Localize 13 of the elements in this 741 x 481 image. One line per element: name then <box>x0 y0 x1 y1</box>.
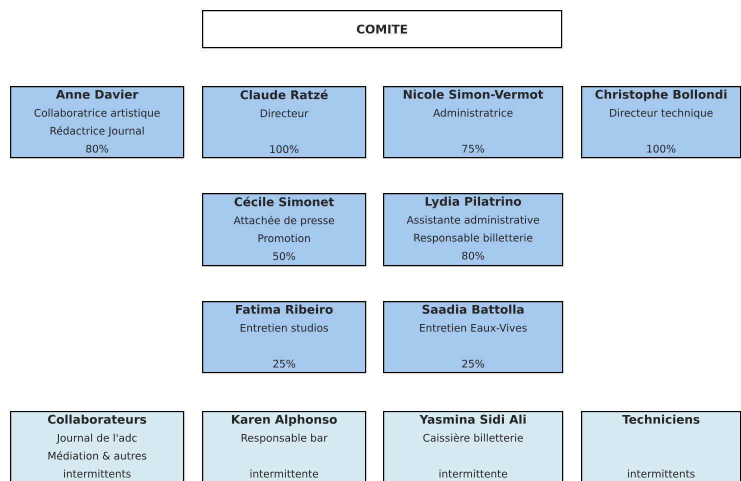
staff-box: Karen Alphonso Responsable bar intermittente <box>202 411 366 481</box>
staff-box: Techniciens intermittents <box>581 411 741 481</box>
staff-box: Claude Ratzé Directeur 100% <box>202 86 366 158</box>
staff-box: Saadia Battolla Entretien Eaux-Vives 25% <box>383 301 564 374</box>
staff-box: Cécile Simonet Attachée de presse Promotion 50% <box>202 193 366 266</box>
staff-box: Anne Davier Collaboratrice artistique Rédactrice Journal 80% <box>10 86 184 158</box>
staff-box: Nicole Simon-Vermot Administratrice 75% <box>383 86 564 158</box>
staff-box: Fatima Ribeiro Entretien studios 25% <box>202 301 366 374</box>
staff-box: Lydia Pilatrino Assistante administrative Responsable billetterie 80% <box>383 193 564 266</box>
title-box: COMITE <box>202 10 562 48</box>
staff-box: Yasmina Sidi Ali Caissière billetterie intermittente <box>383 411 564 481</box>
staff-box: Christophe Bollondi Directeur technique 100% <box>581 86 741 158</box>
staff-box: Collaborateurs Journal de l'adc Médiation & autres intermittents <box>10 411 184 481</box>
